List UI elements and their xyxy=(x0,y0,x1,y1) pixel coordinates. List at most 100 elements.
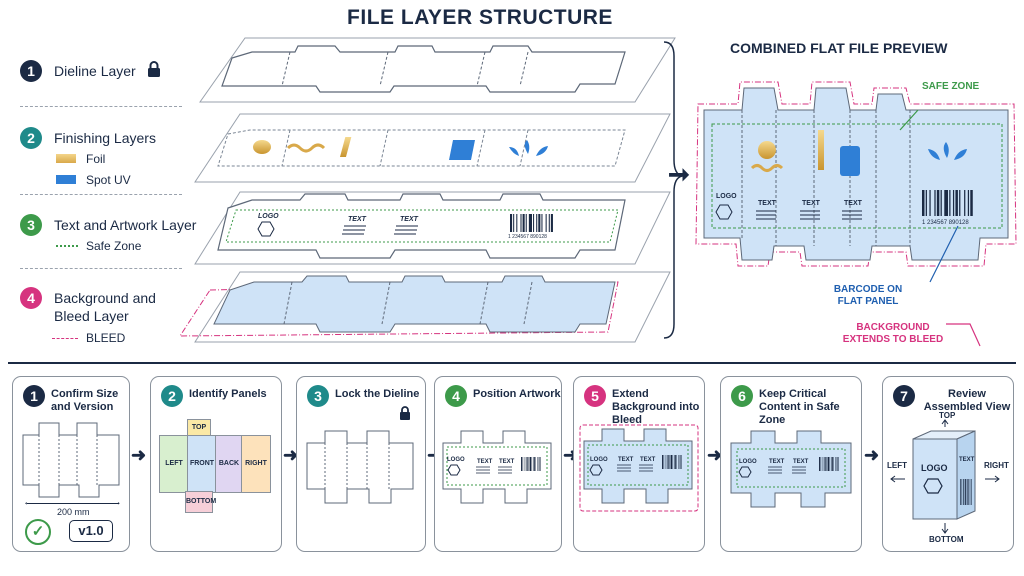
barcode-bar xyxy=(526,457,528,471)
step-2-badge: 2 xyxy=(161,385,183,407)
layer-2-badge: 2 xyxy=(20,127,42,149)
step-2-title: Identify Panels xyxy=(189,388,267,400)
barcode-bar xyxy=(533,214,535,232)
safe-zone-callout: SAFE ZONE xyxy=(922,81,980,92)
barcode-bar xyxy=(819,457,820,471)
barcode-bar xyxy=(831,457,833,471)
barcode-bar xyxy=(922,190,925,216)
preview-barcode xyxy=(922,190,973,216)
barcode-bar xyxy=(521,457,522,471)
barcode-bar xyxy=(936,190,940,216)
foil-logo xyxy=(253,140,271,154)
view-right-label: RIGHT xyxy=(984,461,1009,470)
background-callout: BACKGROUND EXTENDS TO BLEED xyxy=(842,322,944,345)
layer-barcode xyxy=(510,214,553,232)
barcode-bar xyxy=(533,457,535,471)
barcode-bar xyxy=(536,214,538,232)
barcode-bar xyxy=(967,479,969,505)
barcode-bar xyxy=(949,190,951,216)
dimension-line xyxy=(27,503,119,504)
step-4-badge: 4 xyxy=(445,385,467,407)
box-logo: LOGO xyxy=(921,463,948,473)
preview-logo-text: LOGO xyxy=(716,193,737,200)
barcode-bar xyxy=(929,190,931,216)
layer-2-label: Finishing Layers xyxy=(54,130,156,146)
barcode-bar xyxy=(662,455,663,469)
barcode-bar xyxy=(925,190,927,216)
dimension-label: 200 mm xyxy=(57,507,90,517)
layer-3-label: Text and Artwork Layer xyxy=(54,217,197,233)
legend-divider xyxy=(20,106,182,107)
barcode-bar xyxy=(934,190,936,216)
box-text: TEXT xyxy=(959,457,975,463)
safe-zone-outline xyxy=(711,123,1003,229)
barcode-bar xyxy=(827,457,829,471)
barcode-bar xyxy=(516,214,518,232)
view-left-label: LEFT xyxy=(887,461,907,470)
spot-uv-panel xyxy=(840,146,860,176)
step-5-title: Extend Background into Bleed xyxy=(612,388,700,426)
background-layer xyxy=(179,271,671,343)
barcode-bar xyxy=(528,214,532,232)
preview-text-2: TEXT xyxy=(802,200,821,207)
foil-wave xyxy=(286,143,326,153)
step-arrow-icon: ➜ xyxy=(131,445,147,465)
barcode-bar xyxy=(967,190,970,216)
foil-logo xyxy=(758,141,776,159)
layer-stack: LOGO TEXT TEXT 1 234567 890128 xyxy=(179,37,676,343)
finishing-layer xyxy=(194,113,671,183)
spot-uv-swatch xyxy=(56,175,76,184)
barcode-bar xyxy=(964,190,966,216)
layer-1-badge: 1 xyxy=(20,60,42,82)
foil-bar xyxy=(818,130,824,170)
layer-logo-text: LOGO xyxy=(258,213,279,220)
barcode-bar xyxy=(965,479,966,505)
barcode-callout: BARCODE ON FLAT PANEL xyxy=(833,284,903,307)
barcode-bar xyxy=(541,214,543,232)
barcode-bar xyxy=(952,190,955,216)
layer-3-badge: 3 xyxy=(20,214,42,236)
barcode-bar xyxy=(513,214,515,232)
safe-zone-legend-label: Safe Zone xyxy=(86,239,142,253)
bleed-swatch xyxy=(52,338,78,339)
preview-logo-hex xyxy=(715,204,733,220)
barcode-bar xyxy=(520,214,522,232)
barcode-bar xyxy=(538,214,541,232)
barcode-bar xyxy=(525,214,527,232)
spot-uv-leaf xyxy=(509,140,548,156)
step-5-barcode xyxy=(662,455,682,469)
legend-divider xyxy=(20,194,182,195)
barcode-bar xyxy=(670,455,672,469)
bleed-legend-label: BLEED xyxy=(86,331,126,345)
layer-text-1: TEXT xyxy=(348,216,367,223)
barcode-bar xyxy=(970,190,973,216)
barcode-bar xyxy=(940,190,942,216)
barcode-bar xyxy=(550,214,553,232)
assembled-box: LOGO TEXT xyxy=(890,419,1000,534)
section-divider xyxy=(8,362,1016,364)
step-6-text-2: TEXT xyxy=(793,459,809,465)
barcode-bar xyxy=(529,457,531,471)
dimension-arrow-right-icon: → xyxy=(111,496,122,508)
check-icon: ✓ xyxy=(25,519,51,545)
step-arrow-icon: ➜ xyxy=(283,445,299,465)
barcode-bar xyxy=(548,214,550,232)
foil-bar xyxy=(339,137,352,157)
combine-arrow-icon: ➞ xyxy=(668,159,690,189)
spot-uv-panel xyxy=(449,140,475,160)
combined-preview: LOGO TEXT TEXT TEXT 1 234567 890128 xyxy=(695,81,1017,347)
layer-4-label: Background and Bleed Layer xyxy=(54,290,156,324)
step-arrow-icon: ➜ xyxy=(864,445,880,465)
barcode-bar xyxy=(522,214,525,232)
barcode-bar xyxy=(837,457,839,471)
dieline-layer xyxy=(199,37,676,103)
layer-logo-hex xyxy=(257,221,275,237)
step-arrow-icon: ➜ xyxy=(707,445,723,465)
barcode-bar xyxy=(545,214,547,232)
